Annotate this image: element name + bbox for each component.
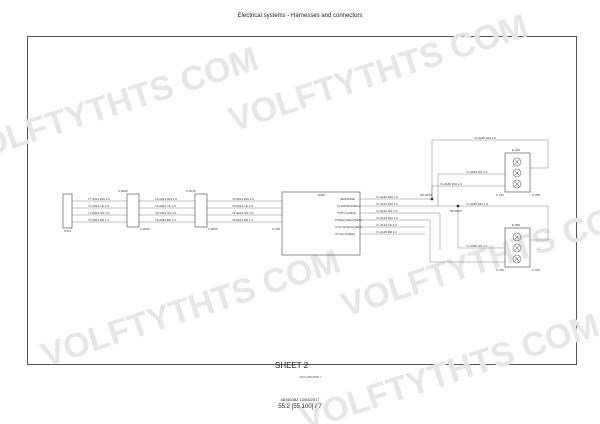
module-pin: X-CT G(SEG)(SEG)	[335, 225, 362, 229]
lamp-id: E-350	[512, 148, 520, 152]
lamp-assembly-top	[504, 152, 531, 193]
footer-page: 55.2 [55.100] / 7	[278, 404, 322, 410]
connector-c3	[194, 193, 208, 228]
splice-label: SP-8120	[450, 209, 462, 213]
figure-reference: RCIL96DS062 1	[300, 375, 322, 379]
wire-label: 7L-0184 GN 1.0	[466, 170, 488, 174]
wire-label: 77-0023 GN 1.0	[88, 211, 110, 215]
page-title: Electrical systems - Harnesses and conne…	[237, 13, 363, 19]
wire-label: 73-0023 GN 1.0	[155, 211, 177, 215]
wire-group-1	[72, 200, 282, 223]
wire-label: 7L-0186 WH 1.0	[440, 182, 462, 186]
wire-label: 77-0024 BR 1.0	[88, 218, 109, 222]
wire-label: 73-0022 YE 1.0	[155, 204, 176, 208]
connector-c1	[62, 193, 73, 229]
wire-label: 73-0021 WH 1.0	[155, 197, 177, 201]
wire-group-out	[360, 139, 549, 263]
connector-label: X-0006	[140, 227, 150, 231]
watermark-text: VOLFTYTHTS COM	[0, 40, 263, 172]
sheet-label: SHEET 2	[275, 361, 309, 370]
wire-label: 73-0024 BR 1.0	[232, 218, 253, 222]
splice-2	[456, 204, 460, 208]
connector-c2	[126, 193, 140, 228]
wire-label: 7L-0186 GN 1.0	[466, 244, 488, 248]
splice-label: SP-9128	[420, 193, 432, 197]
wire-label: 73-0024 BR 1.0	[155, 218, 176, 222]
module-pin: X(T/D) D(SEG)	[335, 232, 355, 236]
module-id: A400	[318, 193, 325, 197]
module-pin: T(ST) G(SEG)	[337, 211, 356, 215]
connector-label: X-0016	[208, 227, 218, 231]
watermark-text: VOLFTYTHTS COM	[37, 242, 345, 374]
wire-label: 73-0022 YE 1.0	[232, 204, 253, 208]
wire-label: 73-0021 WH 1.0	[232, 197, 254, 201]
connector-label: X-793	[272, 227, 280, 231]
wire-label: 77-0021 WH 1.0	[88, 197, 110, 201]
wire-label: 7L-0121 WH 1.0	[376, 202, 398, 206]
footer-code: 48150382 13/03/2017	[280, 397, 320, 402]
splice-1	[430, 197, 434, 201]
wire-label: 77-0022 YE 1.0	[88, 204, 109, 208]
connector-label: X-763	[532, 268, 540, 272]
wire-label: 7L-0185 WH 1.0	[474, 136, 496, 140]
wire-label: 7L-0125 BR 1.0	[376, 230, 397, 234]
lamp-symbols	[512, 157, 522, 264]
connector-label: X-758	[532, 193, 540, 197]
drawing-frame	[27, 36, 577, 365]
wire-label: 7L-0124 YE 1.0	[376, 223, 397, 227]
connector-label: X?01	[64, 229, 71, 233]
wire-label: 7L-0185 WH 1.0	[466, 202, 488, 206]
wire-label: 7L-0120 WH 1.0	[376, 195, 398, 199]
module-a400	[281, 191, 361, 256]
wire-label: 7L-0122 GN 1.0	[376, 209, 398, 213]
connector-label: X-761	[496, 193, 504, 197]
connector-label: X-762	[496, 268, 504, 272]
wire-label: 73-0023 GN 1.0	[232, 211, 254, 215]
lamp-id: E-359	[512, 223, 520, 227]
module-pin: P(SEG)(SEG)(SEG)	[335, 218, 362, 222]
watermark-text: VOLFTYTHTS COM	[224, 7, 532, 139]
lamp-assembly-bottom	[504, 227, 531, 268]
module-pin: CLK/DATA(SEG)	[337, 204, 360, 208]
wire-label: 7L-0123 WH 1.0	[376, 216, 398, 220]
module-pin: SENSORE	[340, 197, 355, 201]
connector-label: X-0005	[118, 189, 128, 193]
connector-label: X-0015	[186, 189, 196, 193]
